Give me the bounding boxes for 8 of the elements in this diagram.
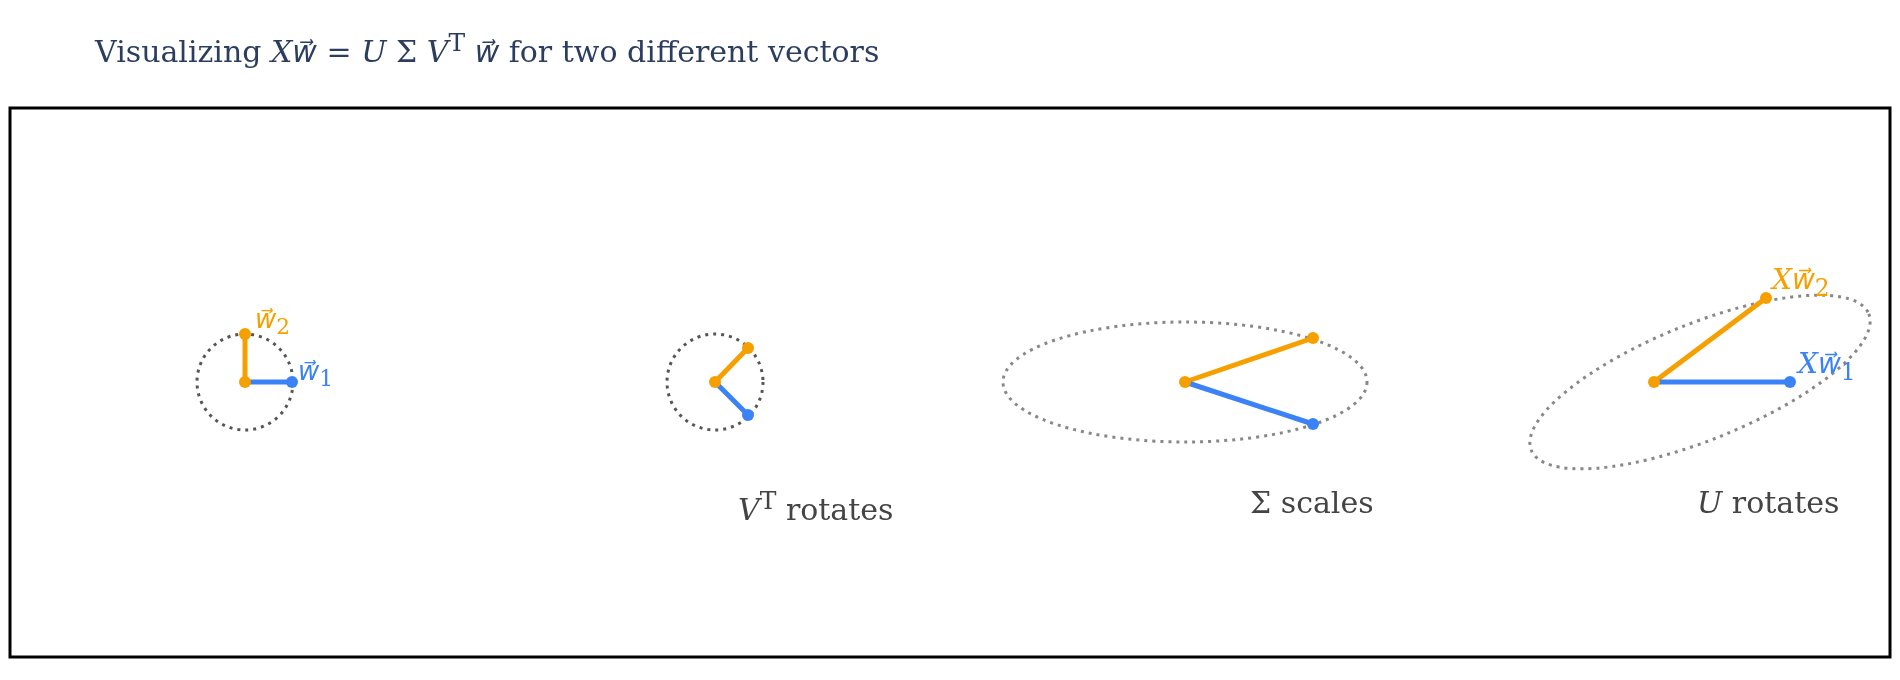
- step-caption: V$^{T}$ rotates: [738, 488, 894, 525]
- vector-label: w⃗$_{1}$: [298, 358, 334, 390]
- vector-label: Xw⃗$_{2}$: [1772, 266, 1830, 300]
- vector-label: Xw⃗$_{1}$: [1798, 350, 1856, 384]
- step-caption: U rotates: [1697, 488, 1840, 518]
- step-caption: Σ scales: [1250, 488, 1374, 518]
- vector-label: w⃗$_{2}$: [255, 306, 291, 338]
- chart-title: Visualizing Xw⃗ = U Σ V$^{T}$ w⃗ for two different vectors: [95, 30, 880, 67]
